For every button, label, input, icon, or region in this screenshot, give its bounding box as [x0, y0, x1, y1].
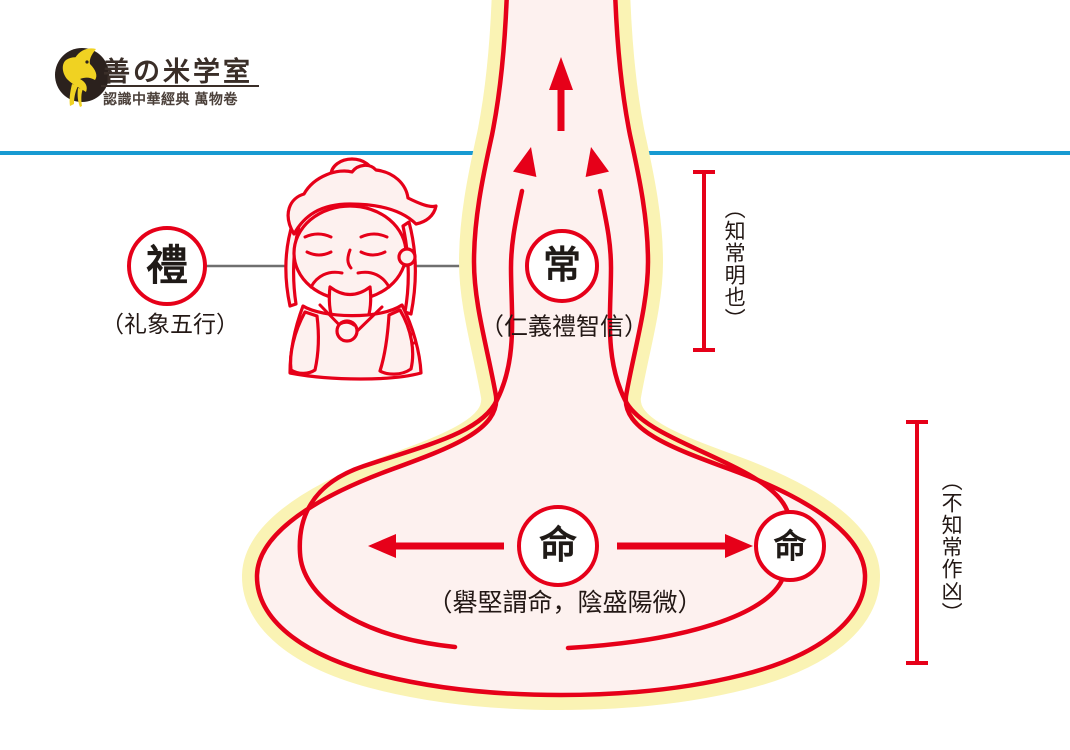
sage-eye-right	[359, 250, 387, 257]
ming-center-node-char: 命	[538, 525, 578, 567]
flow-loop	[297, 188, 791, 651]
li-caption: （礼象五行）	[101, 311, 239, 338]
chang-caption: （仁義禮智信）	[480, 313, 648, 341]
ming-caption: （礜堅謂命，陰盛陽微）	[427, 589, 703, 617]
sage-eye-left	[305, 250, 333, 257]
ming-center-node-circle	[517, 505, 599, 587]
bracket-lines	[693, 170, 928, 665]
logo-subtitle: 認識中華經典 萬物卷	[103, 91, 238, 107]
flow-left-line	[297, 188, 525, 650]
logo-title: 善の米学室	[103, 57, 253, 88]
top-arrow-head	[549, 57, 573, 90]
ming-right-node-circle	[754, 510, 826, 582]
sage-nose	[346, 248, 353, 270]
logo-bird-eye	[85, 60, 89, 64]
sage-mustache-left	[309, 270, 344, 289]
sage-hands-line	[338, 320, 356, 327]
flow-right-line	[597, 188, 791, 516]
upper-bracket-annotation: （知常明也）	[722, 198, 746, 330]
li-node-circle	[127, 226, 207, 306]
flow-right-lower-line	[565, 577, 785, 651]
sage-hair	[286, 163, 438, 236]
left-arrow-head	[368, 534, 396, 558]
arrows	[368, 57, 753, 558]
chang-node-char: 常	[542, 245, 582, 287]
right-up-arrow-head	[585, 147, 609, 177]
lower-bracket-annotation: （不知常作凶）	[939, 470, 963, 624]
logo-underline	[101, 85, 259, 87]
li-node-char: 禮	[145, 242, 189, 289]
sage-sleeve-left	[288, 310, 320, 375]
ming-right-node-char: 命	[773, 527, 807, 565]
logo-bird-icon	[62, 48, 97, 107]
sage-brow-left	[303, 232, 333, 239]
sage-illustration	[284, 157, 438, 381]
sage-ear	[397, 247, 417, 267]
sage-brow-right	[359, 232, 389, 239]
logo-badge	[55, 48, 109, 107]
right-arrow-head	[725, 534, 753, 558]
left-up-arrow-head	[513, 147, 537, 177]
sage-mustache-right	[356, 270, 391, 289]
gourd-outline	[254, 0, 868, 698]
chang-node-circle	[525, 229, 599, 303]
sage-sleeve-right	[378, 308, 415, 376]
